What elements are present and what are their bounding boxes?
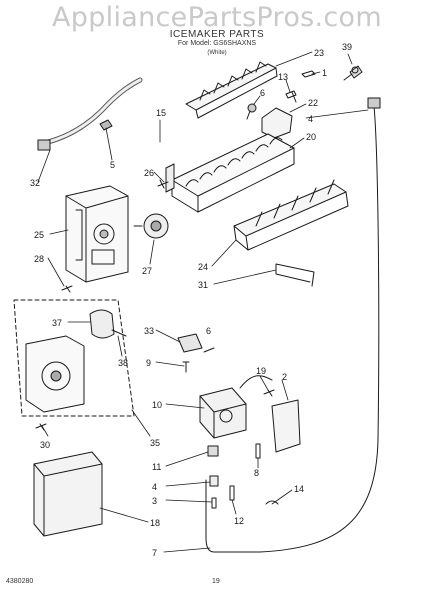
callout-19: 19 — [256, 366, 266, 376]
screw-part-6 — [246, 103, 257, 120]
callout-6b: 6 — [206, 326, 211, 336]
callout-6: 6 — [260, 88, 265, 98]
module-part-37 — [89, 309, 127, 339]
bracket-part-22 — [261, 107, 293, 139]
screw-part-30 — [35, 423, 47, 431]
callout-39: 39 — [342, 42, 352, 52]
clip-part-1 — [301, 70, 316, 78]
ejector-part — [185, 61, 278, 119]
callout-4b: 4 — [152, 482, 157, 492]
callout-1: 1 — [322, 68, 327, 78]
diagram-variant: (White) — [207, 50, 227, 56]
callout-7: 7 — [152, 548, 157, 558]
callout-33: 33 — [144, 326, 154, 336]
callout-4: 4 — [308, 114, 313, 124]
fill-cup-part — [343, 65, 363, 81]
leader-lines — [37, 51, 369, 553]
callout-12: 12 — [234, 516, 244, 526]
callout-27: 27 — [142, 266, 152, 276]
callout-18: 18 — [150, 518, 160, 528]
clip-part-12 — [229, 485, 235, 501]
fitting-part-3 — [211, 497, 217, 509]
callout-32: 32 — [30, 178, 40, 188]
callout-13: 13 — [278, 72, 288, 82]
callout-26: 26 — [144, 168, 154, 178]
screw-part-28 — [61, 285, 73, 293]
wire-harness-part-32 — [37, 77, 143, 151]
housing-part-25 — [65, 185, 129, 283]
callout-8: 8 — [254, 468, 259, 478]
callout-9: 9 — [146, 358, 151, 368]
callout-24: 24 — [198, 262, 208, 272]
callout-30: 30 — [40, 440, 50, 450]
callout-35: 35 — [150, 438, 160, 448]
tube-inlet-part-4 — [367, 97, 381, 109]
fitting-part-4 — [209, 475, 219, 487]
callout-28: 28 — [34, 254, 44, 264]
screw-part-6b — [203, 347, 215, 353]
callout-37: 37 — [52, 318, 62, 328]
fitting-part-11 — [207, 445, 219, 457]
valve-bracket-part-2 — [271, 399, 301, 453]
screw-part-19 — [263, 389, 275, 397]
callout-20: 20 — [306, 132, 316, 142]
callout-23: 23 — [314, 48, 324, 58]
inset-box — [13, 299, 135, 417]
diagram-subtitle: For Model: GS6SHAXNS — [177, 40, 257, 47]
ice-mold-part — [165, 133, 295, 213]
stripper-part-24 — [233, 179, 349, 251]
housing-rear-part-30 — [25, 335, 85, 413]
bracket-part-33 — [177, 333, 203, 353]
cover-part-18 — [33, 451, 103, 537]
callout-11: 11 — [152, 462, 161, 472]
callout-labels: 23 39 13 1 6 22 4 20 15 5 32 26 25 28 27… — [30, 42, 352, 558]
callout-38: 38 — [118, 358, 128, 368]
callout-14: 14 — [294, 484, 304, 494]
clamp-part-14 — [265, 500, 279, 505]
callout-3: 3 — [152, 496, 157, 506]
diagram-title: ICEMAKER PARTS — [169, 29, 265, 40]
screw-part-26 — [157, 179, 169, 189]
callout-15: 15 — [156, 108, 166, 118]
callout-10: 10 — [152, 400, 162, 410]
motor-part-27 — [133, 213, 169, 239]
water-valve-part-10 — [199, 375, 273, 439]
callout-22: 22 — [308, 98, 318, 108]
screw-part-9 — [182, 361, 190, 373]
doc-number: 4380280 — [6, 578, 34, 585]
screw-part-13 — [285, 90, 297, 103]
fill-tube — [205, 105, 380, 553]
callout-5: 5 — [110, 160, 115, 170]
callout-2: 2 — [282, 372, 287, 382]
fitting-part-8 — [255, 443, 261, 459]
page-number: 19 — [212, 578, 220, 585]
callout-31: 31 — [198, 280, 208, 290]
watermark-text: AppliancePartsPros.com — [52, 2, 382, 33]
shutoff-arm-part-31 — [275, 263, 315, 287]
callout-25: 25 — [34, 230, 44, 240]
